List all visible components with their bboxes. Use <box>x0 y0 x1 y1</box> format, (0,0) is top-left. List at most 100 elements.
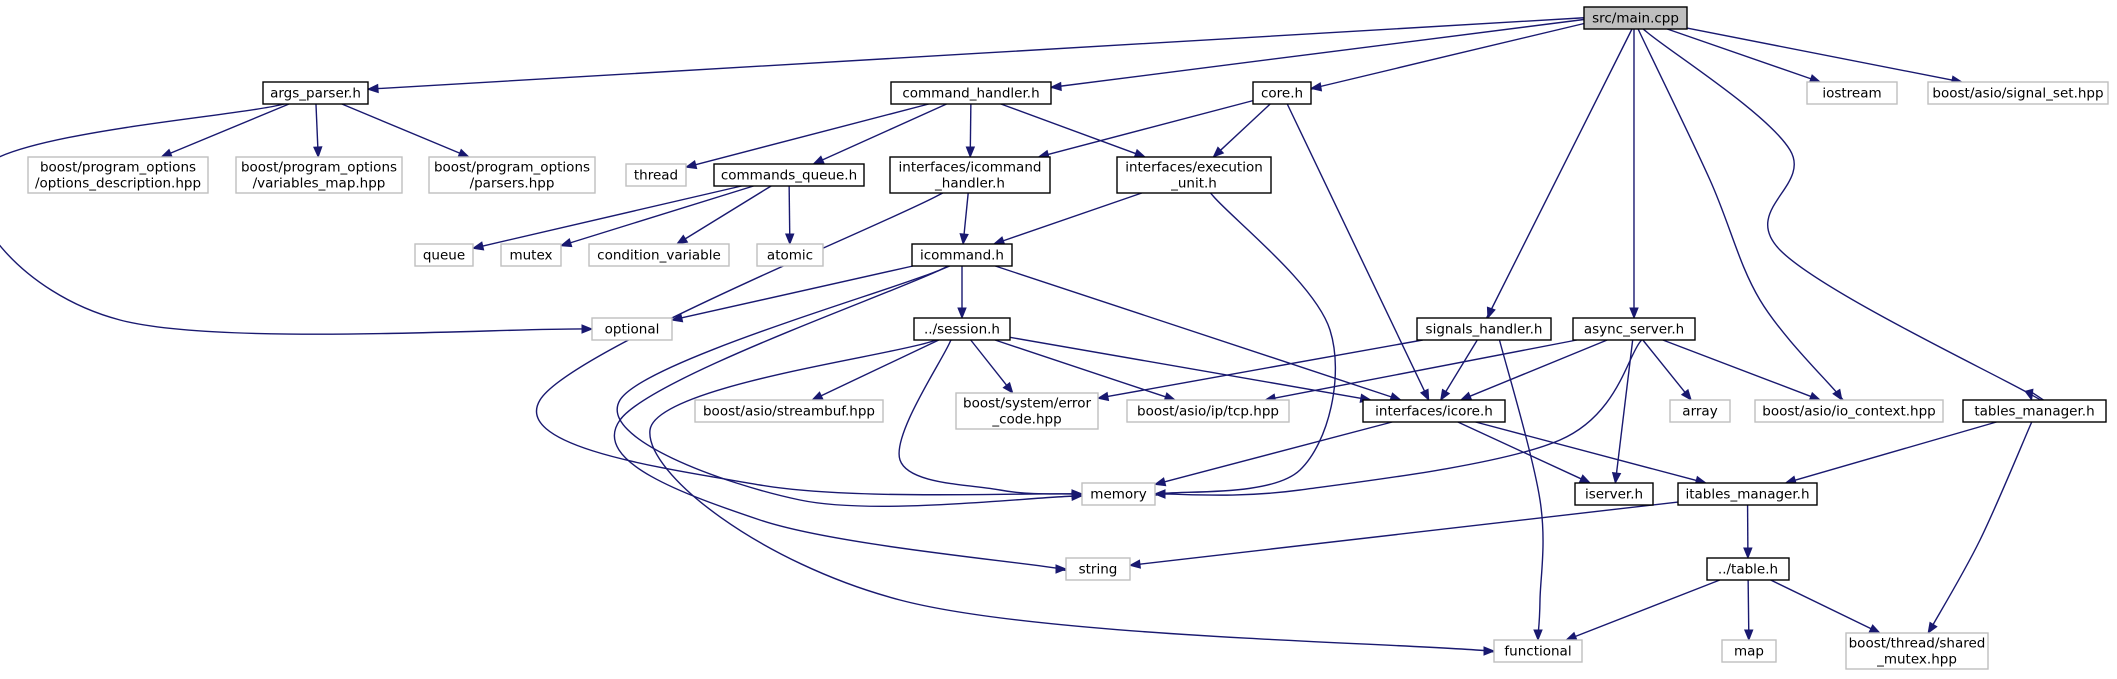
arrowhead-icon <box>313 146 323 159</box>
edge-main-to-core <box>1295 18 1603 94</box>
node-session[interactable]: ../session.h <box>913 317 1011 341</box>
arrowhead-icon <box>812 155 825 165</box>
arrowhead-icon <box>1212 146 1225 158</box>
node-itables-manager[interactable]: itables_manager.h <box>1677 482 1818 506</box>
node-box <box>1962 399 2107 423</box>
node-box <box>1116 156 1272 194</box>
edge-core-to-icommand_handler <box>1047 99 1254 156</box>
node-label: array <box>1682 404 1717 420</box>
edge-args_parser-to-optional <box>0 99 622 335</box>
node-label: itables_manager.h <box>1685 487 1809 503</box>
edge-commands_queue-to-atomic <box>788 185 791 235</box>
node-icore[interactable]: interfaces/icore.h <box>1362 399 1506 423</box>
arrowhead-icon <box>1049 81 1062 92</box>
edge-commands_queue-to-queue <box>482 185 742 247</box>
node-label: _code.hpp <box>991 412 1061 428</box>
node-label: boost/asio/signal_set.hpp <box>1932 86 2103 102</box>
node-box <box>1669 399 1731 423</box>
edge-async_server-to-tcp <box>1274 339 1577 399</box>
edge-itables_manager-to-string <box>1139 501 1679 565</box>
edge-core-to-icore <box>1286 103 1426 392</box>
node-box <box>262 81 369 105</box>
arrowhead-icon <box>559 238 573 248</box>
arrowhead-icon <box>1440 388 1451 402</box>
node-iostream: iostream <box>1806 81 1898 105</box>
arrowhead-icon <box>1309 82 1323 92</box>
node-label: thread <box>634 168 678 184</box>
node-box <box>1806 81 1898 105</box>
node-args-parser[interactable]: args_parser.h <box>262 81 369 105</box>
node-label: boost/asio/io_context.hpp <box>1762 404 1935 420</box>
node-box <box>1126 399 1290 423</box>
arrowhead-icon <box>959 233 969 246</box>
node-atomic: atomic <box>756 243 824 267</box>
edge-args_parser-to-po_desc <box>170 103 290 154</box>
node-condition-variable: condition_variable <box>588 243 730 267</box>
edge-command_handler-to-execution_unit <box>1000 103 1136 155</box>
node-icommand-handler[interactable]: interfaces/icommand_handler.h <box>889 156 1051 194</box>
node-label: /options_description.hpp <box>35 176 201 192</box>
arrowhead-icon <box>2024 388 2034 402</box>
node-label: string <box>1079 562 1118 578</box>
node-po-parsers: boost/program_options/parsers.hpp <box>428 156 596 194</box>
node-box <box>1572 317 1696 341</box>
node-mutex: mutex <box>500 243 562 267</box>
node-box <box>1583 6 1688 30</box>
node-label: commands_queue.h <box>721 168 857 184</box>
node-label: interfaces/icore.h <box>1375 404 1493 420</box>
node-array: array <box>1669 399 1731 423</box>
node-table[interactable]: ../table.h <box>1706 557 1790 581</box>
edge-async_server-to-io_context <box>1662 339 1812 398</box>
node-box <box>414 243 474 267</box>
edge-execution_unit-to-icommand <box>1003 192 1143 242</box>
node-label: mutex <box>509 248 552 264</box>
arrowhead-icon <box>1533 629 1543 642</box>
node-command-handler[interactable]: command_handler.h <box>890 81 1052 105</box>
edge-session-to-tcp <box>994 339 1166 398</box>
node-label: core.h <box>1261 86 1303 102</box>
arrowhead-icon <box>965 146 976 159</box>
arrowhead-icon <box>1927 621 1938 635</box>
node-async-server[interactable]: async_server.h <box>1572 317 1696 341</box>
node-icommand[interactable]: icommand.h <box>911 243 1013 267</box>
node-label: boost/program_options <box>241 160 397 176</box>
node-label: boost/program_options <box>40 160 196 176</box>
node-tables-manager[interactable]: tables_manager.h <box>1962 399 2107 423</box>
arrowhead-icon <box>1096 391 1110 402</box>
node-signals-handler[interactable]: signals_handler.h <box>1416 317 1552 341</box>
edge-session-to-error_code <box>970 339 1008 386</box>
node-label: boost/system/error <box>963 396 1091 412</box>
arrowhead-icon <box>1743 547 1753 560</box>
node-box <box>1574 482 1654 506</box>
arrowhead-icon <box>1808 391 1822 401</box>
node-label: interfaces/execution <box>1125 160 1263 176</box>
arrowhead-icon <box>1419 388 1430 402</box>
node-box <box>27 156 209 194</box>
edges-layer <box>0 10 2049 656</box>
node-thread: thread <box>625 163 687 187</box>
edge-session-to-icore <box>1009 336 1361 399</box>
node-label: /parsers.hpp <box>470 176 555 192</box>
node-label: src/main.cpp <box>1592 11 1679 27</box>
node-execution-unit[interactable]: interfaces/execution_unit.h <box>1116 156 1272 194</box>
node-label: iostream <box>1822 86 1881 102</box>
arrowhead-icon <box>1153 489 1166 499</box>
node-box <box>756 243 824 267</box>
node-box <box>1927 81 2109 105</box>
arrowhead-icon <box>1743 629 1754 642</box>
node-memory: memory <box>1081 482 1156 506</box>
arrowhead-icon <box>670 313 684 323</box>
arrowhead-icon <box>1611 472 1622 485</box>
node-iserver[interactable]: iserver.h <box>1574 482 1654 506</box>
edge-main-to-tables_manager <box>1635 22 2049 405</box>
edge-icommand-to-icore <box>995 265 1392 398</box>
node-main[interactable]: src/main.cpp <box>1583 6 1688 30</box>
edge-tables_manager-to-itables_manager <box>1794 421 1997 481</box>
node-core[interactable]: core.h <box>1252 81 1312 105</box>
node-box <box>1754 399 1944 423</box>
edge-command_handler-to-thread <box>695 103 929 166</box>
arrowhead-icon <box>1055 564 1068 574</box>
node-box <box>955 392 1099 430</box>
node-commands-queue[interactable]: commands_queue.h <box>713 163 865 187</box>
